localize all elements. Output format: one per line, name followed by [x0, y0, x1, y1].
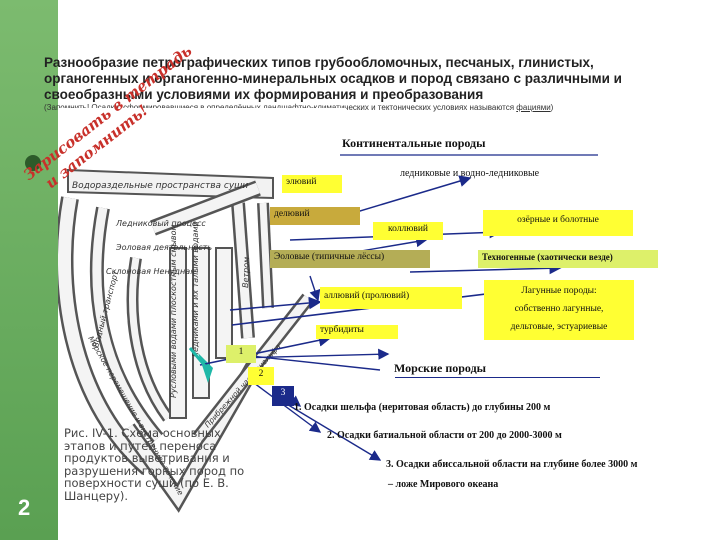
label-glacial: ледниковые и водно-ледниковые [400, 168, 540, 179]
arrow-bathyal [249, 379, 322, 433]
marine-item-1: 1. Осадки шельфа (неритовая область) до … [294, 402, 551, 413]
marine-heading: Морские породы [394, 361, 487, 375]
memo-term: фациями [516, 103, 551, 112]
arrow-alluvium [229, 296, 322, 311]
sketch-label-channel: Русловыми водами плоскостным смывом [169, 224, 178, 398]
box-turbidites: турбидиты [316, 325, 398, 339]
marine-underline [395, 377, 600, 378]
arrow-technogenic [409, 262, 562, 275]
sidebar-band [0, 0, 58, 540]
scheme-drawing: Водораздельные пространства суши Леднико… [55, 168, 314, 513]
memo-prefix: (Запомнить! Осадки, сформировавшиеся в о… [44, 103, 515, 112]
box-lagoon: Лагунные породы: собственно лагунные, де… [484, 280, 634, 340]
box-eluvium: элювий [282, 175, 342, 193]
arrow-eolian-down [309, 275, 321, 302]
sketch-label-eolian: Эоловая деятельность [115, 243, 212, 252]
box-alluvium: аллювий (пролювий) [320, 287, 462, 309]
marine-item-3: 3. Осадки абиссальной области на глубине… [386, 459, 638, 470]
box-eolian: Эоловые (типичные лёссы) [270, 250, 430, 268]
depth-zone-1: 1 [226, 345, 256, 363]
arrow-turbidites [199, 334, 332, 366]
depth-zone-3: 3 [272, 386, 294, 406]
memo-note: (Запомнить! Осадки, сформировавшиеся в о… [44, 103, 704, 112]
lagoon-proper: собственно лагунные, [514, 304, 604, 314]
depth-zone-2: 2 [248, 367, 274, 385]
arrow-abyssal [279, 399, 382, 461]
sketch-label-glacial: Ледниковый процесс [115, 219, 206, 228]
figure-caption: Рис. IV-1. Схема основных этапов и путей… [64, 426, 245, 503]
bullet-dot-icon [25, 155, 41, 171]
teal-marker [188, 347, 212, 373]
slide-title: Разнообразие петрографических типов груб… [44, 55, 622, 102]
marine-item-3-cont: – ложе Мирового океана [388, 479, 499, 490]
sketch-label-slope: Склоновая Ненудная [106, 267, 195, 276]
sketch-label-top: Водораздельные пространства суши [72, 181, 248, 191]
slide-number: 2 [18, 495, 31, 520]
box-lacustrine: озёрные и болотные [483, 210, 633, 236]
box-deluvium: делювий [270, 207, 360, 225]
continental-heading: Континентальные породы [342, 136, 486, 150]
memo-suffix: ) [550, 103, 554, 112]
sketch-label-rivers: Ледниками и их талыми водами [191, 221, 200, 359]
lagoon-deltaic: дельтовые, эстуариевые [510, 322, 608, 332]
box-technogenic: Техногенные (хаотически везде) [478, 250, 658, 268]
marine-item-2: 2. Осадки батиальной области от 200 до 2… [327, 430, 562, 441]
lagoon-title: Лагунные породы: [521, 286, 597, 296]
box-colluvium: коллювий [373, 222, 443, 240]
sketch-label-wind: Ветром [241, 257, 251, 288]
arrow-marine [237, 348, 390, 360]
